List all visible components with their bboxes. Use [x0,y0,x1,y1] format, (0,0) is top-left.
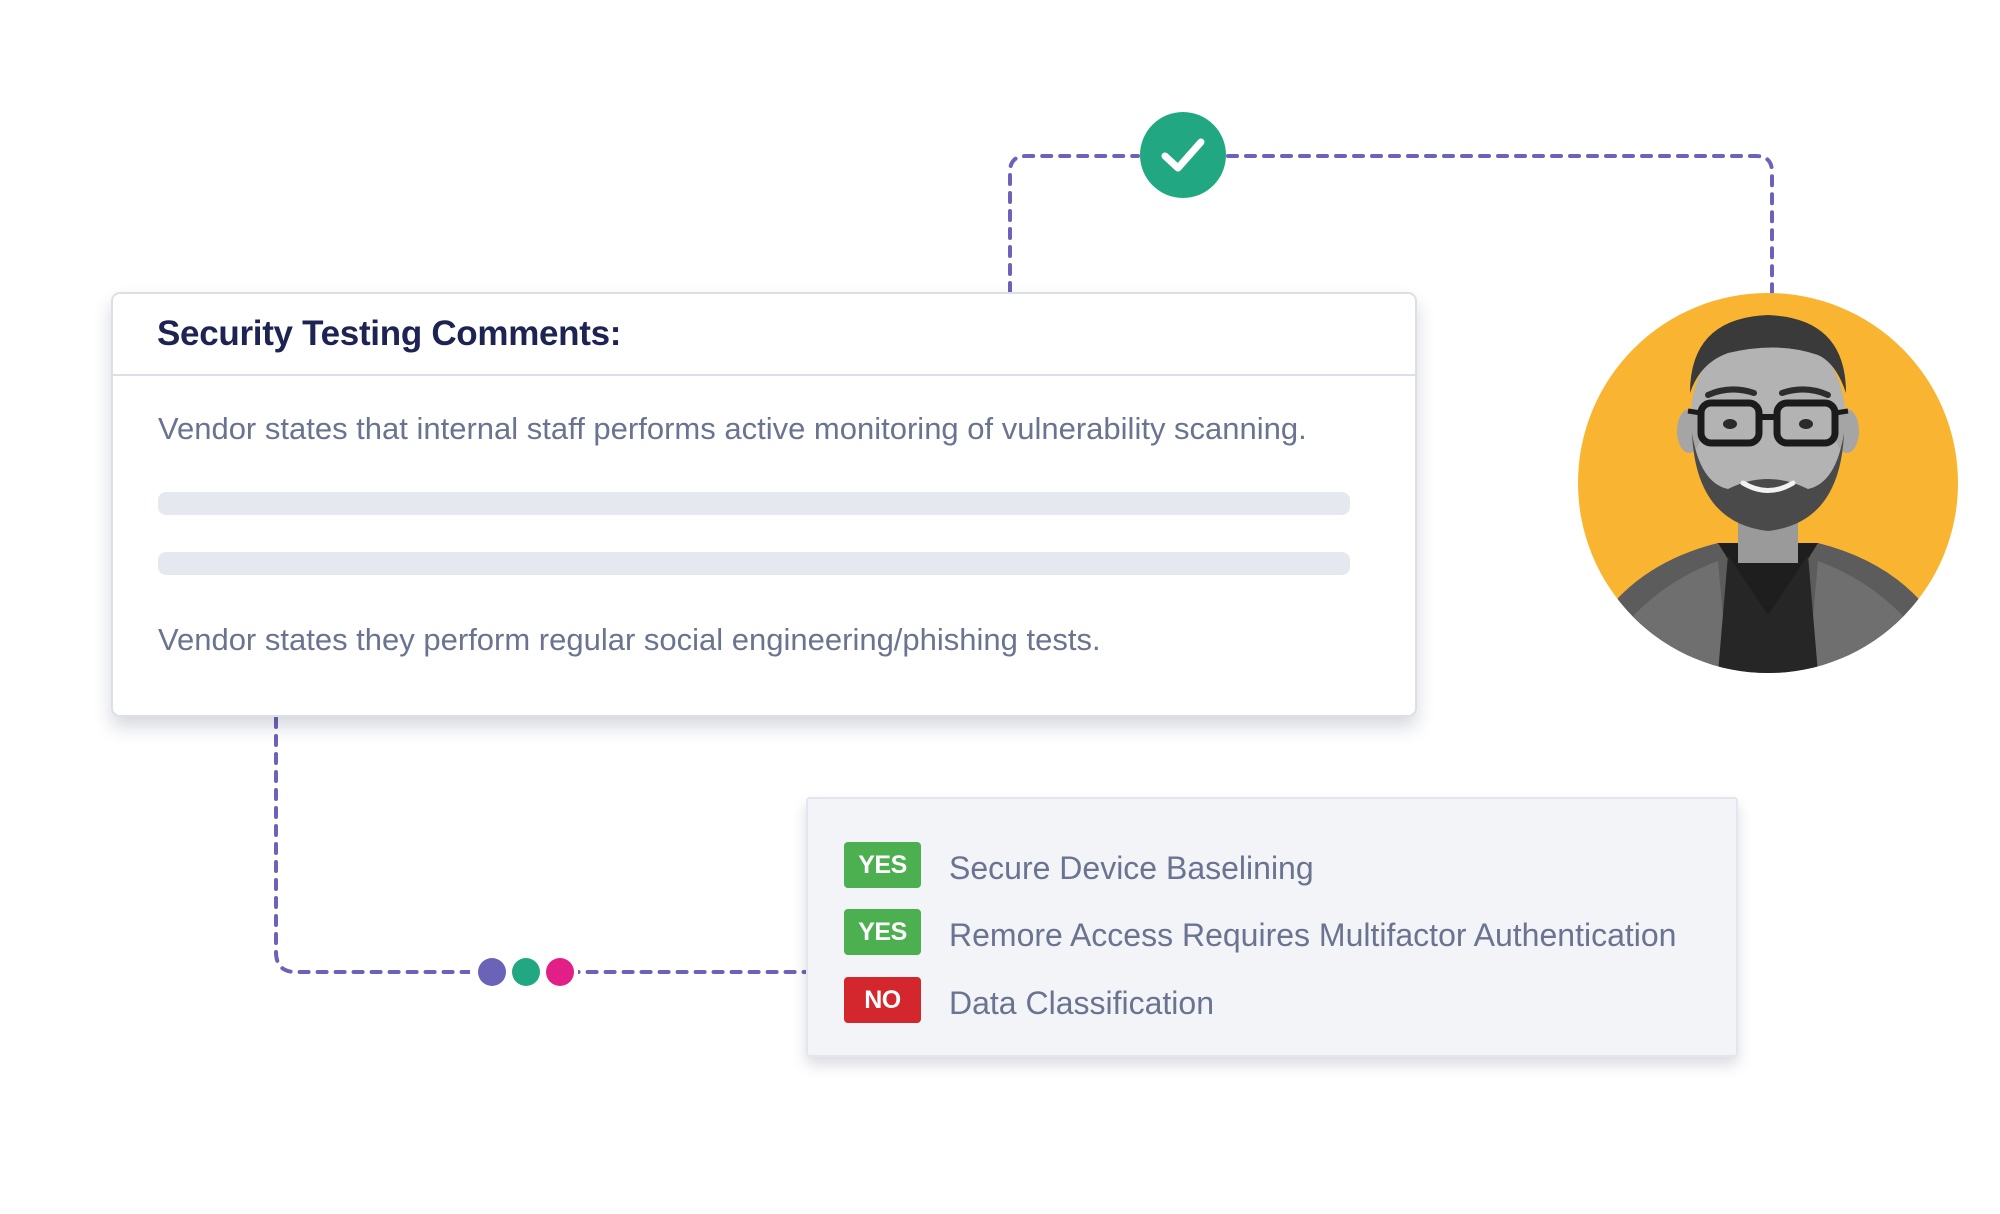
approval-connector [1008,154,1774,294]
status-badge: YES [844,909,921,955]
comment-text: Vendor states they perform regular socia… [158,622,1101,657]
status-badge: NO [844,977,921,1023]
reviewer-portrait [1598,315,1938,673]
control-checklist-card: YES Secure Device Baselining YES Remore … [806,797,1738,1057]
placeholder-line [158,492,1350,515]
checklist-item: YES Remore Access Requires Multifactor A… [844,909,1676,955]
checklist-item-label: Data Classification [949,984,1214,1021]
check-icon [1161,138,1205,172]
checklist-connector [274,716,808,974]
status-badge: YES [844,842,921,888]
connector-dot-pink [546,958,574,986]
connector-dot-green [512,958,540,986]
security-testing-comments-card: Security Testing Comments: Vendor states… [111,292,1417,717]
connector-dot-purple [478,958,506,986]
checklist-item: NO Data Classification [844,977,1214,1023]
placeholder-line [158,552,1350,575]
checklist-item: YES Secure Device Baselining [844,842,1314,888]
comment-text: Vendor states that internal staff perfor… [158,411,1307,446]
approval-check-badge [1140,112,1226,198]
comments-card-title: Security Testing Comments: [157,314,622,353]
comments-card-header: Security Testing Comments: [113,294,1415,376]
checklist-item-label: Remore Access Requires Multifactor Authe… [949,916,1677,953]
reviewer-avatar [1578,293,1958,673]
checklist-item-label: Secure Device Baselining [949,849,1314,886]
